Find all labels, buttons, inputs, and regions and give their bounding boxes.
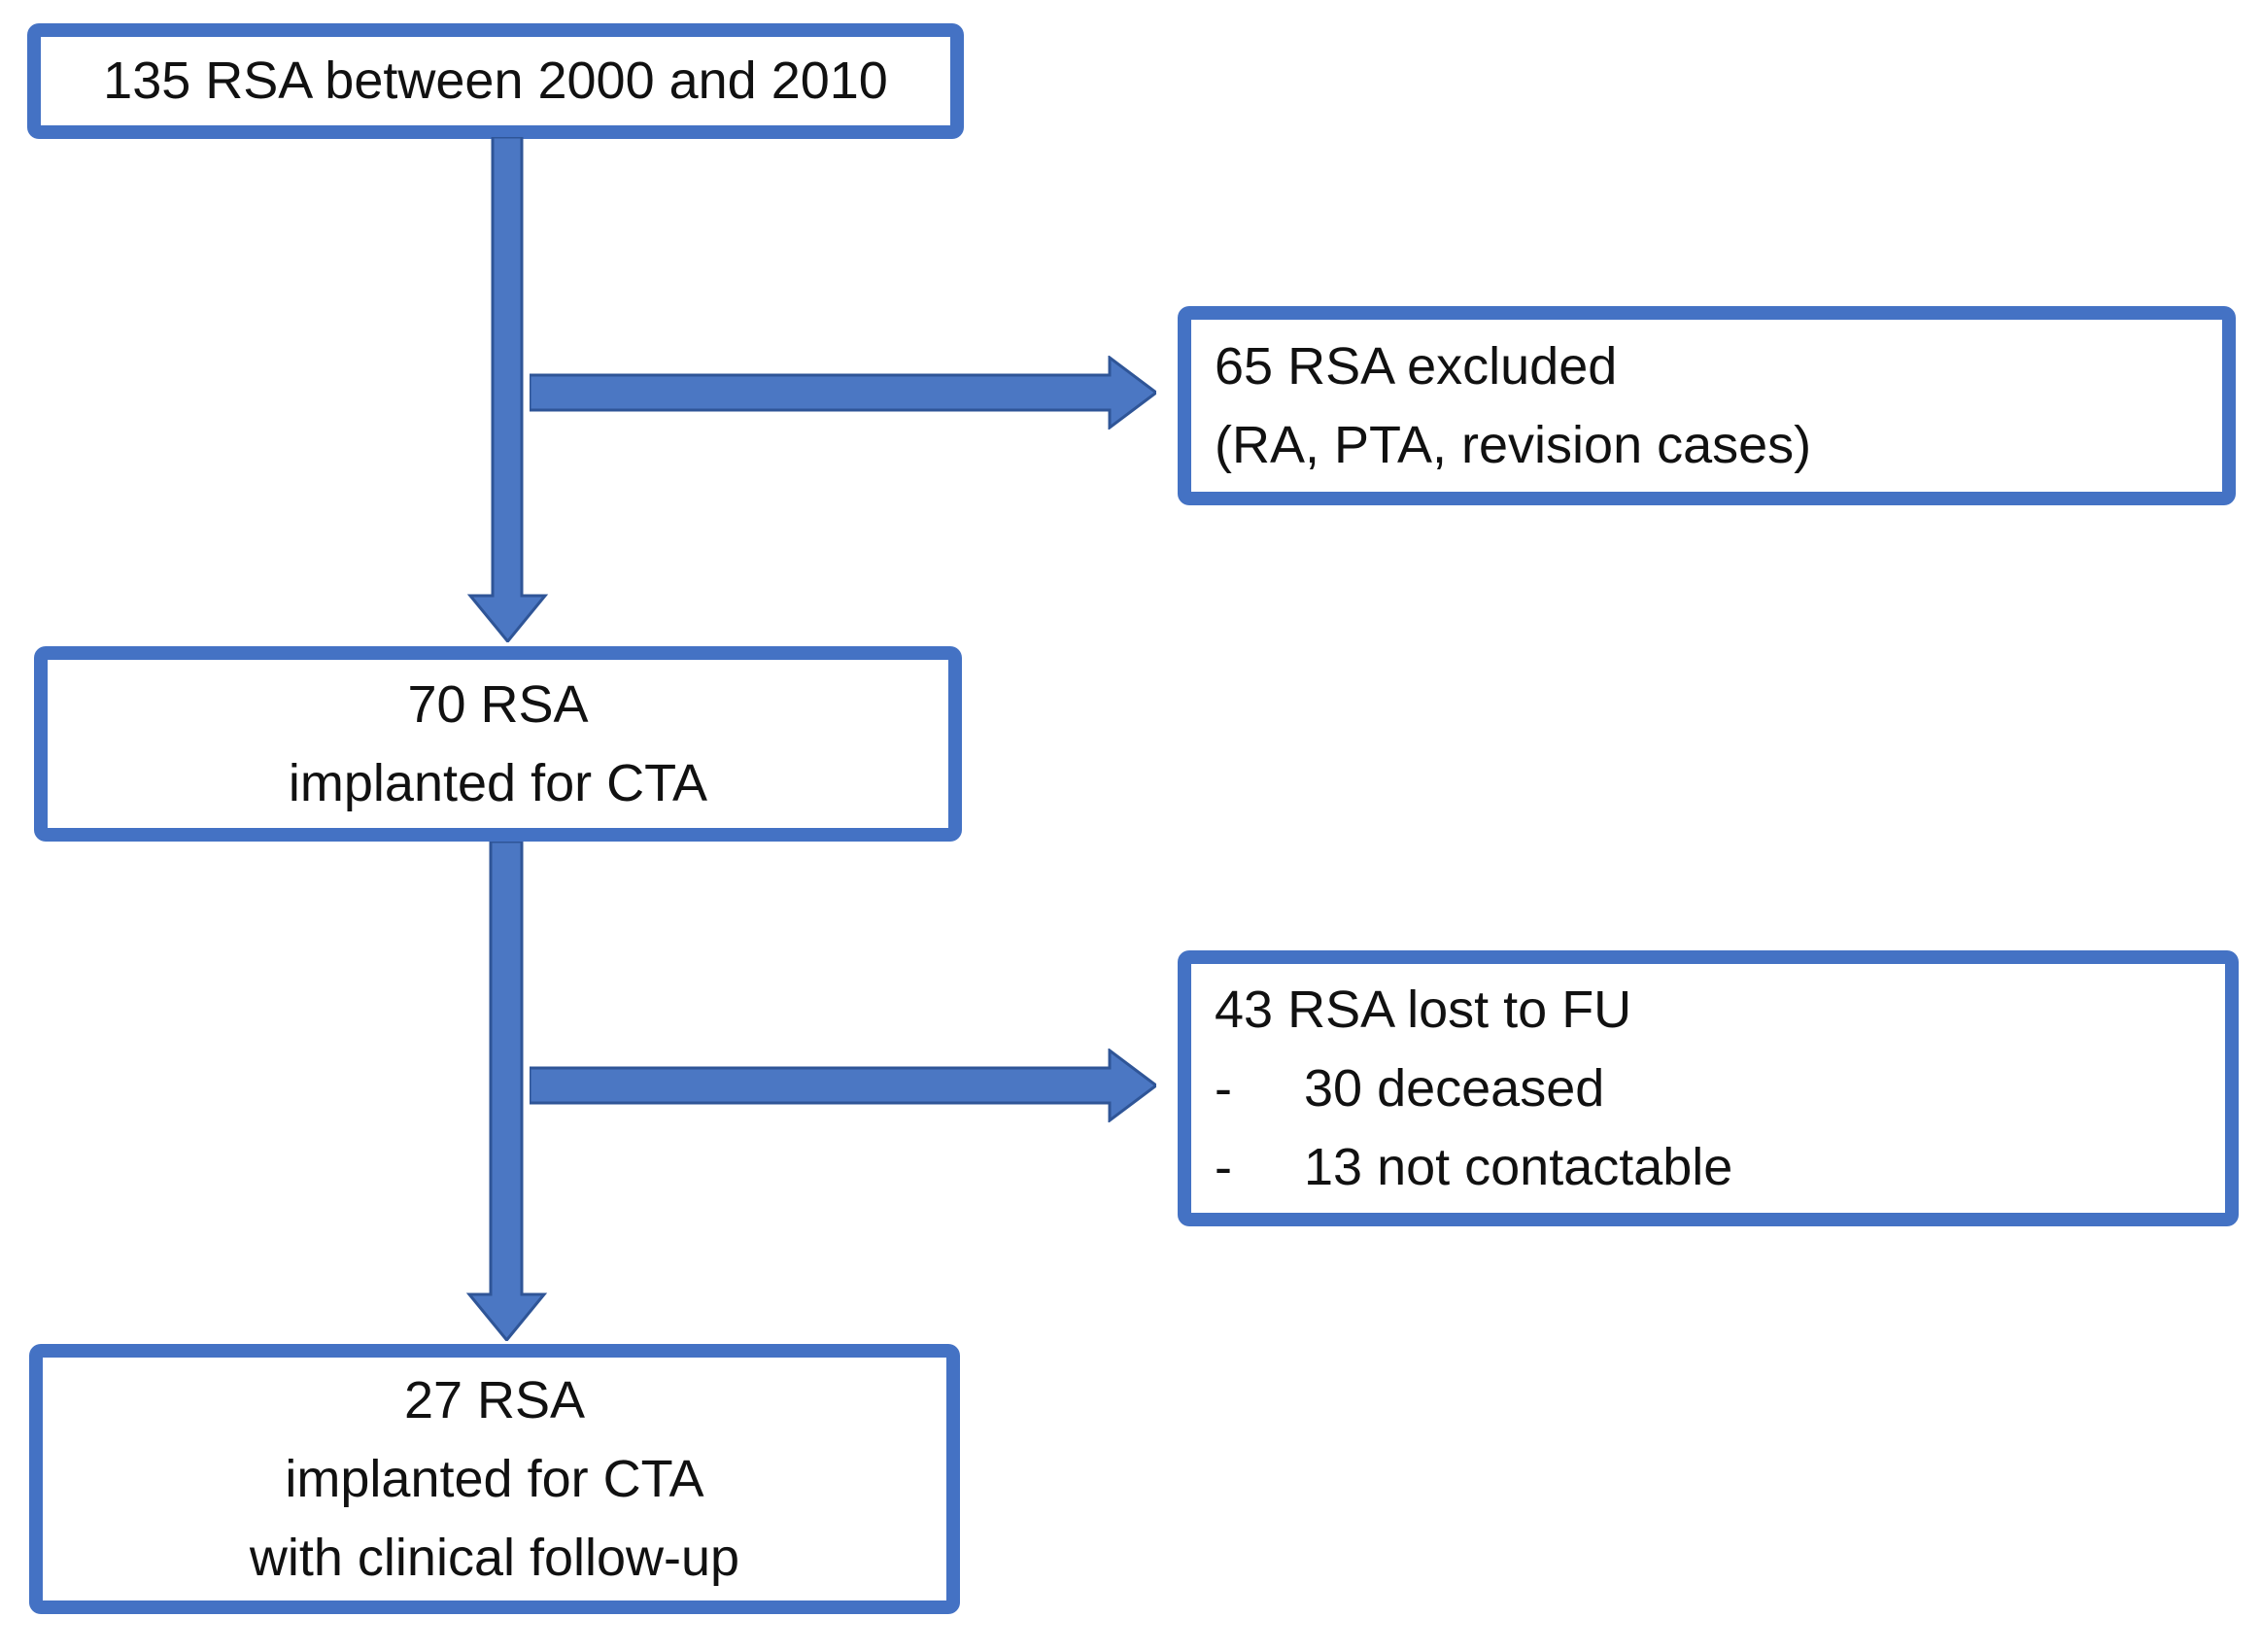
- bullet-text-not-contactable: 13 not contactable: [1304, 1137, 1733, 1196]
- box-135-rsa-line: 135 RSA between 2000 and 2010: [103, 52, 888, 110]
- arrow-down-70-to-27-icon: [465, 842, 548, 1341]
- box-135-rsa: 135 RSA between 2000 and 2010: [27, 23, 964, 139]
- box-65-rsa-excluded-line1: 65 RSA excluded: [1215, 336, 1618, 396]
- arrow-right-excluded-icon: [530, 356, 1156, 430]
- bullet-text-deceased: 30 deceased: [1304, 1058, 1605, 1118]
- bullet-dash: -: [1215, 1137, 1232, 1196]
- box-65-rsa-excluded-line2: (RA, PTA, revision cases): [1215, 415, 1812, 474]
- arrow-right-lost-to-fu-icon: [530, 1049, 1156, 1122]
- box-43-rsa-lost-line1: 43 RSA lost to FU: [1215, 980, 1632, 1039]
- box-43-rsa-lost-bullet1: - 30 deceased: [1215, 1050, 1604, 1128]
- box-27-rsa-line2: implanted for CTA: [285, 1449, 704, 1508]
- box-43-rsa-lost: 43 RSA lost to FU - 30 deceased - 13 not…: [1178, 950, 2239, 1226]
- box-27-rsa-line1: 27 RSA: [403, 1370, 586, 1429]
- arrow-down-135-to-70-icon: [466, 137, 549, 642]
- box-70-rsa: 70 RSA implanted for CTA: [34, 646, 962, 842]
- box-70-rsa-line1: 70 RSA: [407, 674, 589, 734]
- box-27-rsa: 27 RSA implanted for CTA with clinical f…: [29, 1344, 960, 1614]
- box-43-rsa-lost-bullet2: - 13 not contactable: [1215, 1128, 1732, 1207]
- box-65-rsa-excluded: 65 RSA excluded (RA, PTA, revision cases…: [1178, 306, 2236, 505]
- bullet-dash: -: [1215, 1058, 1232, 1118]
- box-27-rsa-line3: with clinical follow-up: [249, 1528, 740, 1587]
- box-70-rsa-line2: implanted for CTA: [288, 753, 708, 812]
